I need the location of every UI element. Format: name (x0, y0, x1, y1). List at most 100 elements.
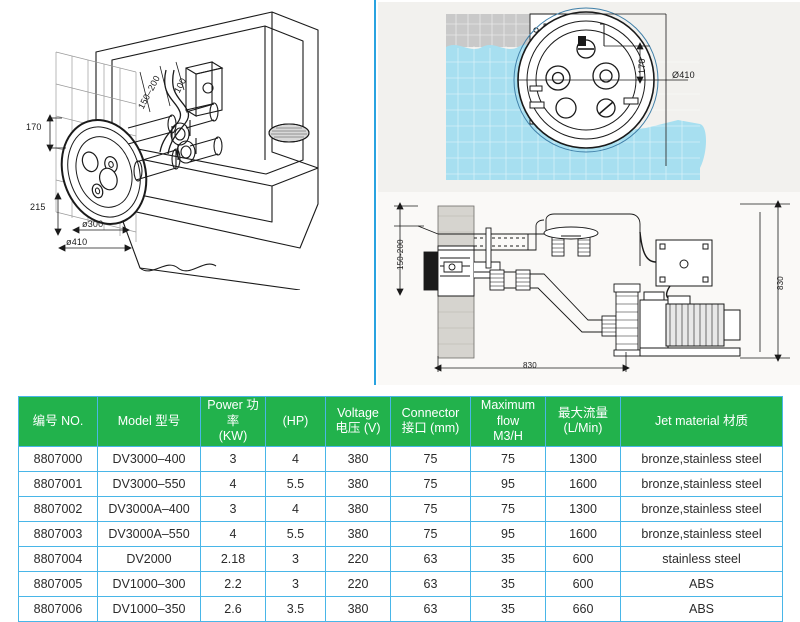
th-model-line1: Model 型号 (117, 413, 181, 428)
cell-m3h: 75 (470, 495, 546, 522)
cell-material: bronze,stainless steel (620, 495, 783, 522)
th-m3h-line2: M3/H (493, 429, 523, 444)
cell-kw: 2.18 (200, 545, 266, 572)
control-valves (170, 120, 197, 164)
th-lmin-line1: 最大流量 (557, 405, 608, 420)
cell-voltage: 380 (325, 470, 391, 497)
air-control-box (185, 61, 224, 117)
dim-830-length: 830 (523, 361, 537, 370)
cell-no: 8807005 (18, 570, 98, 597)
cell-hp: 4 (265, 445, 326, 472)
cell-connector: 75 (390, 495, 471, 522)
cell-material: bronze,stainless steel (620, 520, 783, 547)
pool-section-diagram: 170 Ø410 (378, 2, 800, 192)
cell-voltage: 380 (325, 595, 391, 622)
th-max-flow-m3h: Maximum flow M3/H (470, 396, 546, 447)
cell-model: DV3000A–400 (97, 495, 201, 522)
th-hp-line2: (HP) (282, 413, 309, 428)
dimension-lines (46, 61, 185, 252)
dim-diameter-300: ø300 (82, 219, 104, 229)
cell-m3h: 95 (470, 520, 546, 547)
cell-kw: 4 (200, 520, 266, 547)
dim-170-pool: 170 (637, 58, 647, 74)
isometric-svg (46, 11, 319, 291)
plumbing-section-svg (378, 192, 800, 385)
drain-grate-hatch (271, 127, 307, 138)
cell-voltage: 220 (325, 570, 391, 597)
pump-riser (613, 283, 641, 357)
dim-170-iso: 170 (26, 122, 42, 132)
th-connector-line1: Connector (401, 405, 460, 420)
specification-table-container: 编号 NO. Model 型号 Power 功率 (KW) (HP) Volta… (18, 396, 783, 622)
cell-kw: 2.6 (200, 595, 266, 622)
cell-model: DV1000–350 (97, 595, 201, 622)
suction-pipe (438, 213, 641, 269)
cell-no: 8807000 (18, 445, 98, 472)
th-max-flow-lmin: 最大流量 (L/Min) (545, 396, 621, 447)
pump-motor (639, 291, 741, 357)
cell-connector: 63 (390, 545, 471, 572)
cell-m3h: 35 (470, 570, 546, 597)
union-fittings (543, 226, 599, 257)
cell-material: bronze,stainless steel (620, 470, 783, 497)
cell-lmin: 600 (545, 570, 621, 597)
cell-lmin: 1300 (545, 445, 621, 472)
plumbing-section-diagram: 150-200 830 830 (378, 192, 800, 385)
isometric-installation-diagram: 170 215 ø300 ø410 150–200 100 (0, 0, 374, 291)
cell-hp: 3 (265, 545, 326, 572)
cell-lmin: 1300 (545, 495, 621, 522)
cell-connector: 75 (390, 520, 471, 547)
th-power-line2: (KW) (218, 429, 248, 444)
th-m3h-line1: Maximum flow (480, 398, 536, 428)
cell-no: 8807006 (18, 595, 98, 622)
panel-divider (374, 0, 376, 385)
cell-kw: 3 (200, 445, 266, 472)
cell-hp: 3.5 (265, 595, 326, 622)
cell-model: DV3000–550 (97, 470, 201, 497)
th-material-line1: Jet material 材质 (654, 413, 749, 428)
dim-diameter-410: ø410 (66, 237, 88, 247)
cell-lmin: 1600 (545, 520, 621, 547)
cell-connector: 75 (390, 445, 471, 472)
dim-830-height: 830 (776, 276, 785, 290)
cell-no: 8807002 (18, 495, 98, 522)
cell-no: 8807004 (18, 545, 98, 572)
cell-hp: 5.5 (265, 520, 326, 547)
cell-hp: 5.5 (265, 470, 326, 497)
pool-section-svg (378, 2, 800, 192)
cell-material: ABS (620, 595, 783, 622)
cell-voltage: 380 (325, 495, 391, 522)
cell-kw: 4 (200, 470, 266, 497)
dim-215-iso: 215 (30, 202, 46, 212)
cell-model: DV3000A–550 (97, 520, 201, 547)
electrical-control-box (655, 239, 713, 287)
cell-m3h: 35 (470, 595, 546, 622)
cell-material: bronze,stainless steel (620, 445, 783, 472)
cell-voltage: 380 (325, 520, 391, 547)
cell-no: 8807003 (18, 520, 98, 547)
th-voltage: Voltage 电压 (V) (325, 396, 391, 447)
th-jet-material: Jet material 材质 (620, 396, 783, 447)
cell-model: DV3000–400 (97, 445, 201, 472)
th-power-line1: Power 功率 (207, 398, 259, 428)
th-connector: Connector 接口 (mm) (390, 396, 471, 447)
cell-no: 8807001 (18, 470, 98, 497)
th-connector-line2: 接口 (mm) (401, 421, 460, 436)
cell-material: ABS (620, 570, 783, 597)
th-no: 编号 NO. (18, 396, 98, 447)
th-model: Model 型号 (97, 396, 201, 447)
pool-dimension-lines (518, 13, 688, 166)
cell-model: DV2000 (97, 545, 201, 572)
cell-connector: 75 (390, 470, 471, 497)
cell-connector: 63 (390, 570, 471, 597)
cell-voltage: 380 (325, 445, 391, 472)
dim-410-pool: Ø410 (672, 70, 695, 80)
plumbing-dimension-lines (394, 200, 790, 372)
th-voltage-line2: 电压 (V) (335, 421, 381, 436)
th-power-hp: (HP) (265, 396, 326, 447)
